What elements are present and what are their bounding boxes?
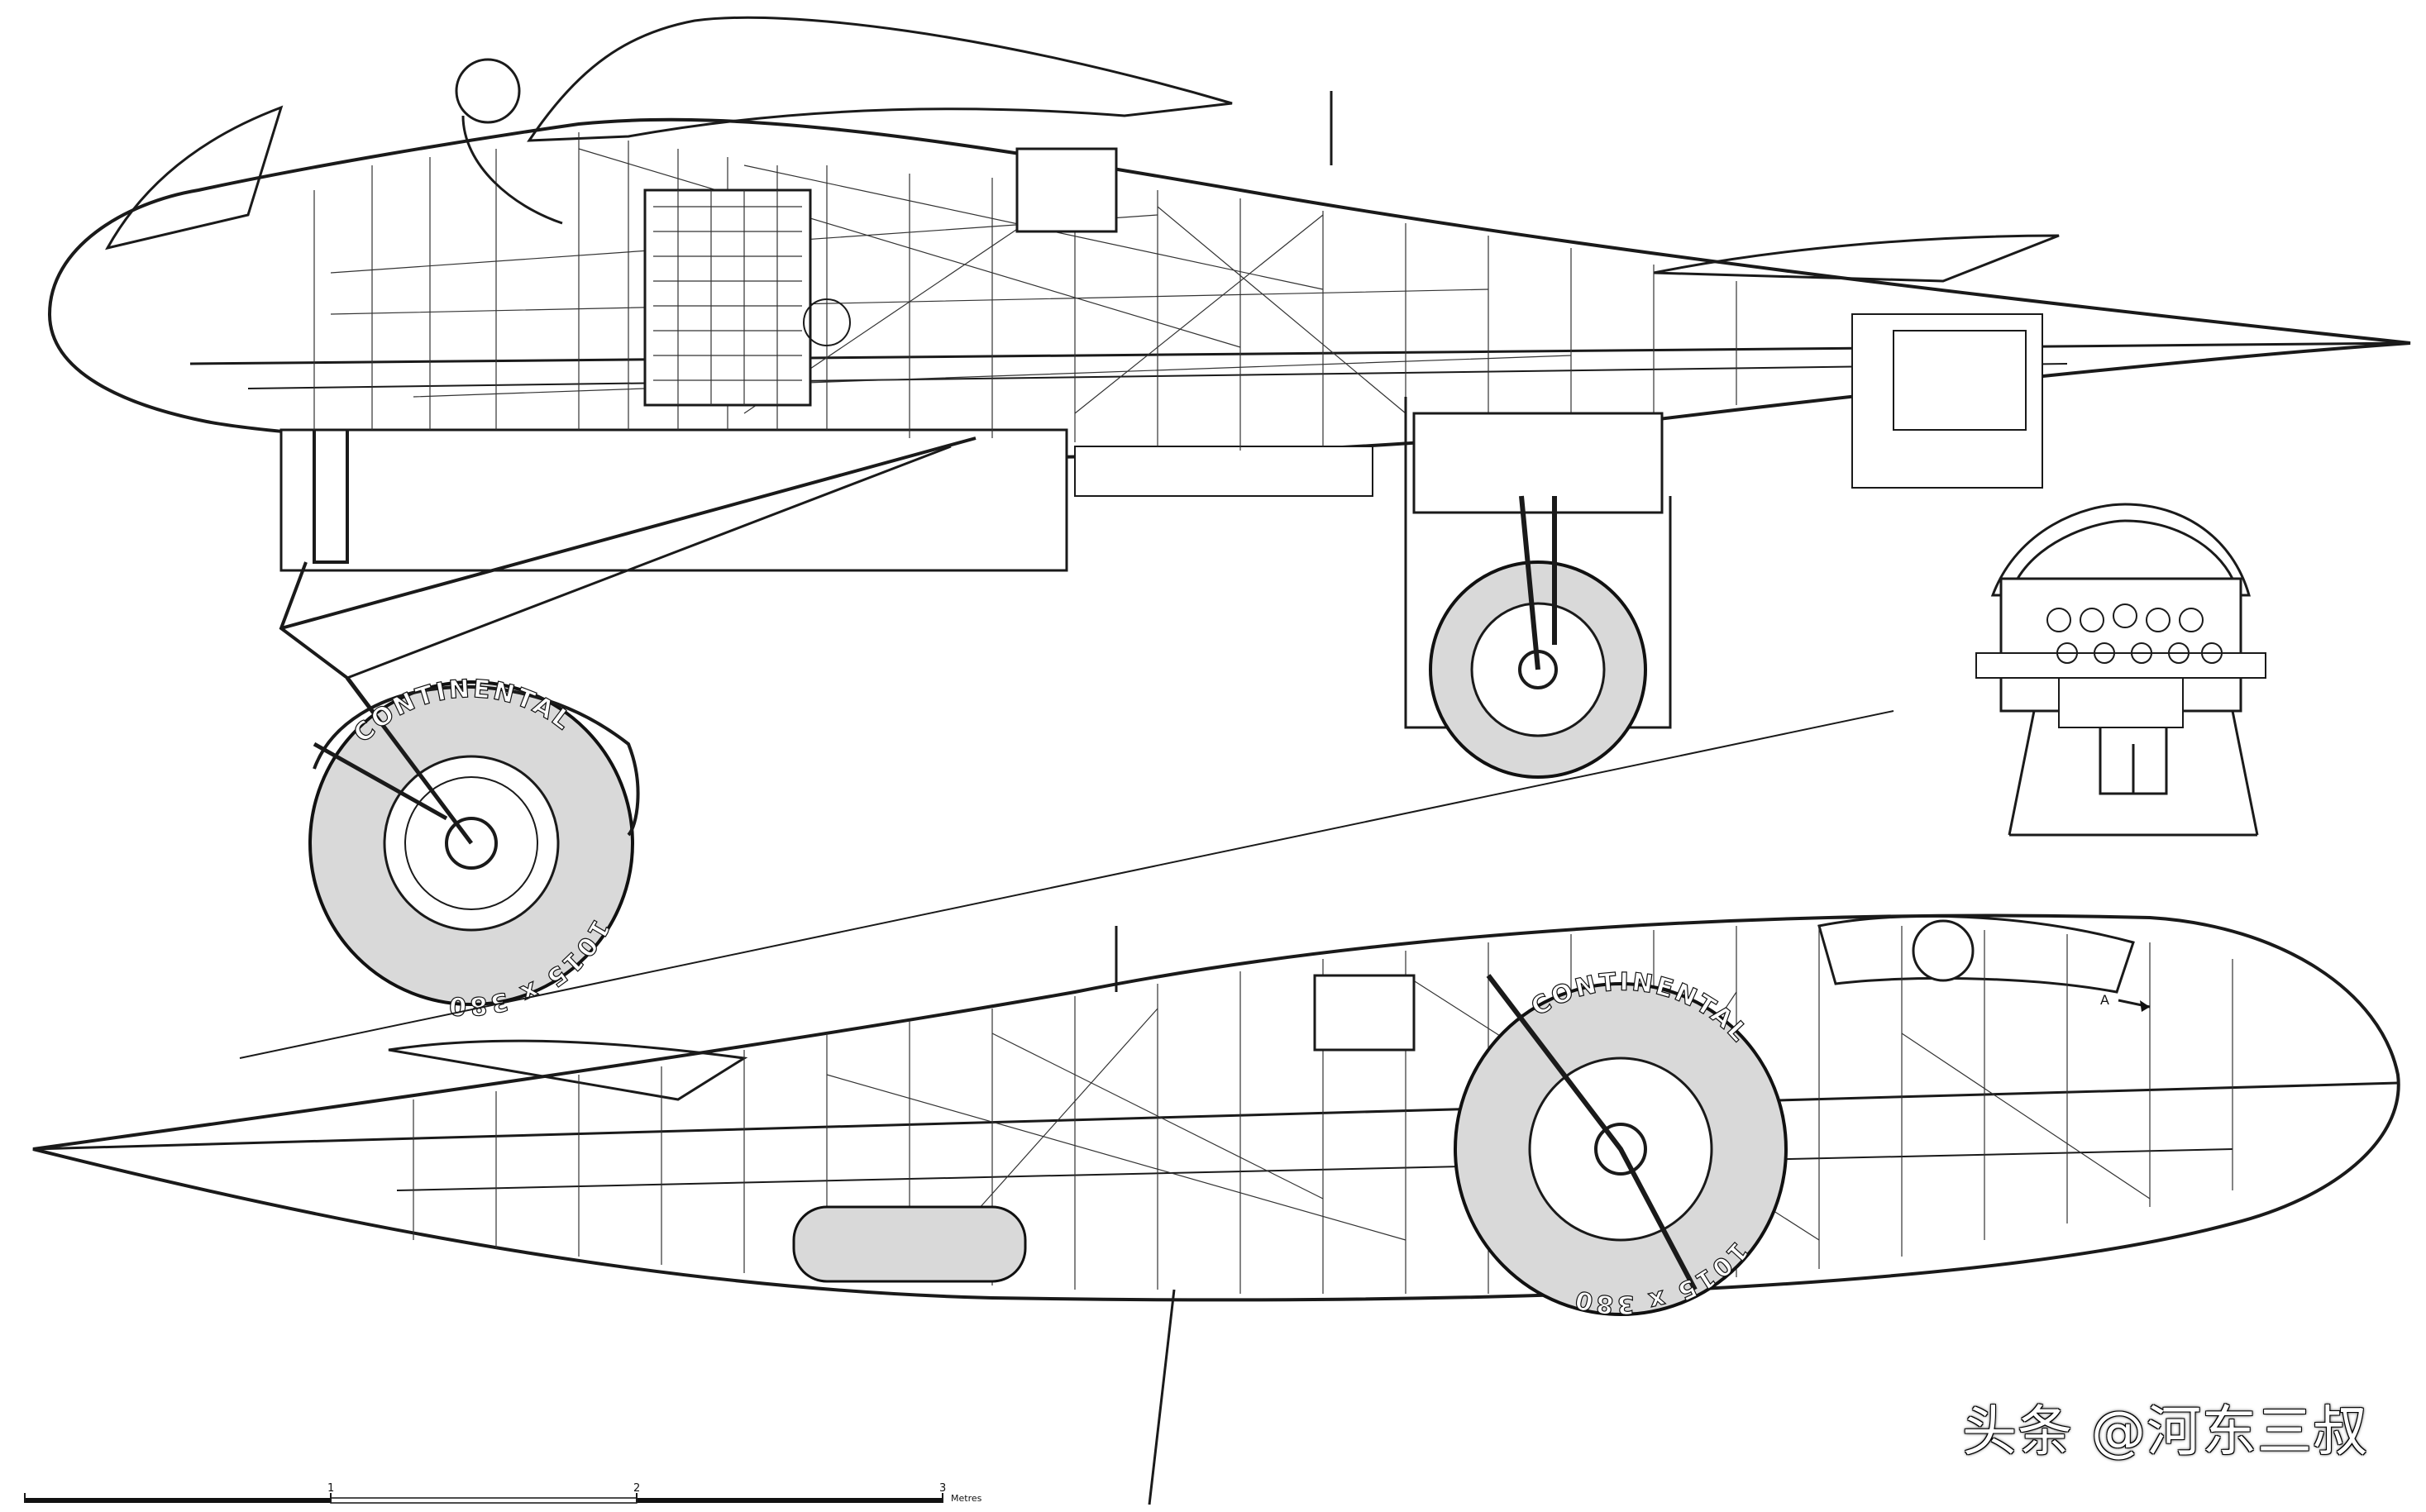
top-pilot — [455, 58, 563, 225]
bottom-pilot-head — [1912, 919, 1975, 982]
top-main-wheel — [1404, 397, 1672, 779]
top-nose-wheel: CONTINENTAL 1015 x 380 — [308, 674, 640, 1021]
top-engine-block — [643, 188, 812, 407]
source-watermark: 头条 @河东三叔 — [1962, 1400, 2368, 1463]
top-windshield — [105, 105, 284, 250]
bottom-fin — [388, 1039, 748, 1101]
direction-arrow-label: A — [2100, 992, 2109, 1008]
scale-bar — [24, 1493, 943, 1504]
bottom-fuselage-outline — [32, 913, 2400, 1302]
scale-tick-2: 2 — [633, 1482, 641, 1495]
scale-unit: Metres — [951, 1493, 982, 1504]
arrow-right-icon: A — [2100, 992, 2151, 1012]
scale-tick-3: 3 — [939, 1482, 947, 1495]
bottom-retracted-wheel: CONTINENTAL 1015 x 380 — [1454, 967, 1788, 1319]
side-view-top: CONTINENTAL 1015 x 380 — [47, 16, 2411, 1021]
bottom-canopy — [1817, 914, 2135, 994]
side-view-bottom: CONTINENTAL 1015 x 380 A — [32, 913, 2400, 1505]
top-canopy — [527, 16, 1233, 142]
top-fin — [1653, 234, 2060, 283]
cockpit-front-view — [1975, 503, 2266, 837]
scale-tick-1: 1 — [327, 1482, 335, 1495]
